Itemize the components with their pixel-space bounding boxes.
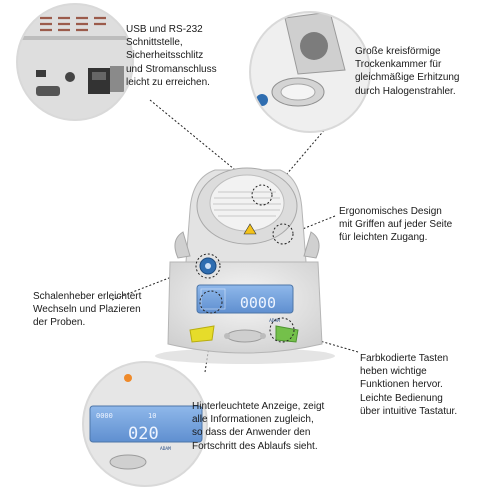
callout-chamber: Große kreisförmige Trockenkammer für gle… <box>355 46 460 97</box>
yellow-key[interactable] <box>189 325 215 343</box>
moisture-analyzer: 0000 ADAM <box>155 167 335 364</box>
callout-lifter: Schalenheber erleichtert Wechseln und Pl… <box>33 291 142 329</box>
zoom-readout: 020 <box>128 424 159 444</box>
zoom-top-right-readout: 10 <box>148 412 156 420</box>
callout-display: Hinterleuchtete Anzeige, zeigt alle Info… <box>192 401 325 452</box>
nav-key[interactable] <box>226 329 264 343</box>
power-socket <box>88 68 110 94</box>
zoom-drying-chamber <box>249 11 371 133</box>
usb-port <box>36 70 46 77</box>
green-key[interactable] <box>275 325 299 343</box>
callout-ergonomic: Ergonomisches Design mit Griffen auf jed… <box>339 206 453 244</box>
zoom-rear-ports <box>16 3 134 121</box>
callout-keys: Farbkodierte Tasten heben wichtige Funkt… <box>360 353 458 417</box>
zoom-top-left-readout: 0000 <box>96 412 113 420</box>
zoom-display: 0000 10 020 ADAM <box>82 361 208 487</box>
target-markers <box>195 184 295 343</box>
security-slot <box>65 72 75 82</box>
zoom-brand-label: ADAM <box>160 446 171 452</box>
main-readout: 0000 <box>240 294 276 312</box>
callout-ports: USB und RS-232 Schnittstelle, Sicherheit… <box>126 24 217 88</box>
rs232-port <box>36 86 60 96</box>
